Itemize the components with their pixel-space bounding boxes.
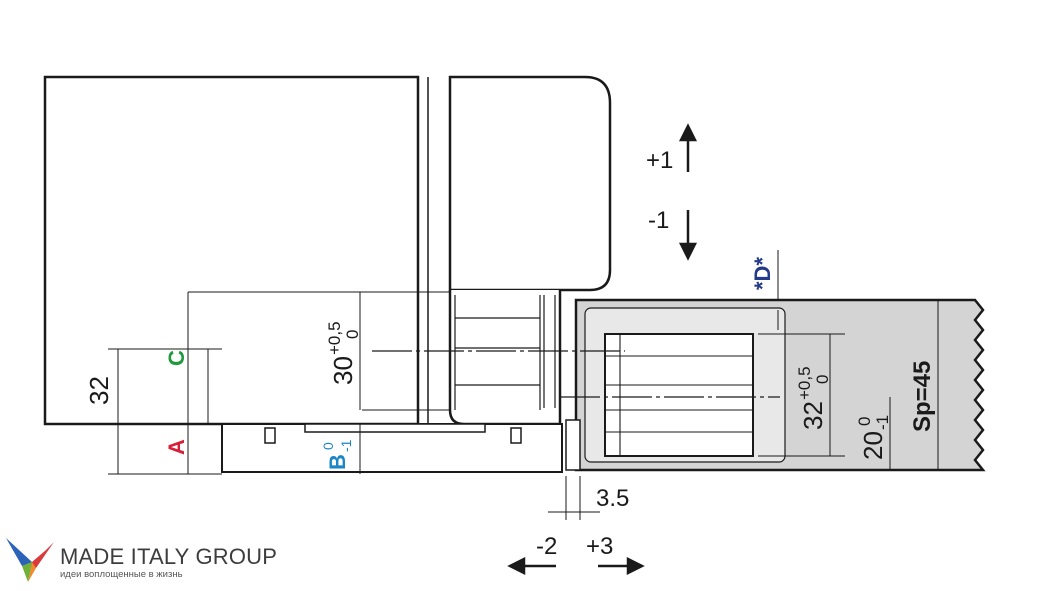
frame-hinge-lines [605,334,753,456]
dim-32-right-group: 32 +0,5 0 [795,366,832,430]
b-label: B [325,454,350,470]
adjust-right-label: +3 [586,533,613,560]
dim-20-value: 20 [858,431,888,460]
b-sub: -1 [338,439,354,452]
dim-20-group: 20 0 -1 [855,415,892,460]
dim-30-tol-lower: 0 [343,330,362,339]
dim-30-value: 30 [328,356,358,385]
hinge-body [448,75,612,292]
door-leaf [43,75,420,426]
dim-30-tol-upper: +0,5 [325,321,344,355]
adjust-down-label: -1 [648,207,669,234]
dim-20-tol-upper: 0 [855,417,874,426]
c-label: C [164,350,189,366]
b-sup: 0 [320,442,336,450]
adjust-arrows [507,123,698,576]
logo: MADE ITALY GROUP идеи воплощенные в жизн… [60,544,278,581]
door-plate-pins [264,427,522,444]
b-label-group: B 0 -1 [320,439,354,470]
door-plate-lip [304,423,486,433]
center-lines [372,350,780,398]
d-label: *D* [750,257,775,290]
a-label: A [164,439,189,455]
dim-3-5: 3.5 [596,485,629,512]
dim-20-tol-lower: -1 [873,415,892,430]
logo-name: MADE ITALY GROUP [60,544,278,569]
dim-32-right-value: 32 [798,401,828,430]
logo-tagline: идеи воплощенные в жизнь [60,569,183,580]
dim-32-left: 32 [84,376,114,405]
adjust-left-label: -2 [536,533,557,560]
dim-32-right-tol-upper: +0,5 [795,366,814,400]
logo-mark-icon [6,538,54,582]
sp-label: Sp=45 [909,361,936,432]
dim-30-group: 30 +0,5 0 [325,321,362,385]
adjust-up-label: +1 [646,147,673,174]
dim-32-right-tol-lower: 0 [813,375,832,384]
frame-small-tab [565,419,581,471]
frame-hinge-box [604,333,754,457]
dimension-lines [108,250,960,520]
